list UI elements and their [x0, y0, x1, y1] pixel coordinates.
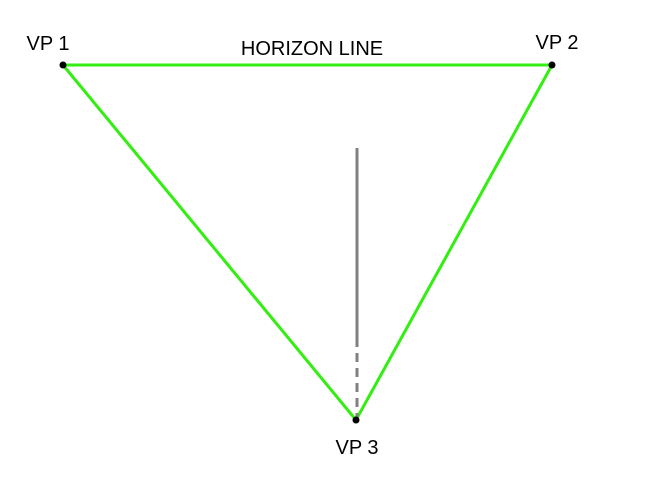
vp1-point: [59, 61, 67, 69]
vp1-to-vp3-line: [61, 63, 358, 422]
vp2-point: [548, 61, 556, 69]
vp2-label: VP 2: [536, 32, 579, 54]
vp3-label: VP 3: [336, 437, 379, 459]
vp2-to-vp3-line: [354, 63, 554, 422]
horizon-line-label: HORIZON LINE: [241, 38, 383, 60]
vp1-label: VP 1: [27, 33, 70, 55]
vp3-point: [352, 416, 360, 424]
